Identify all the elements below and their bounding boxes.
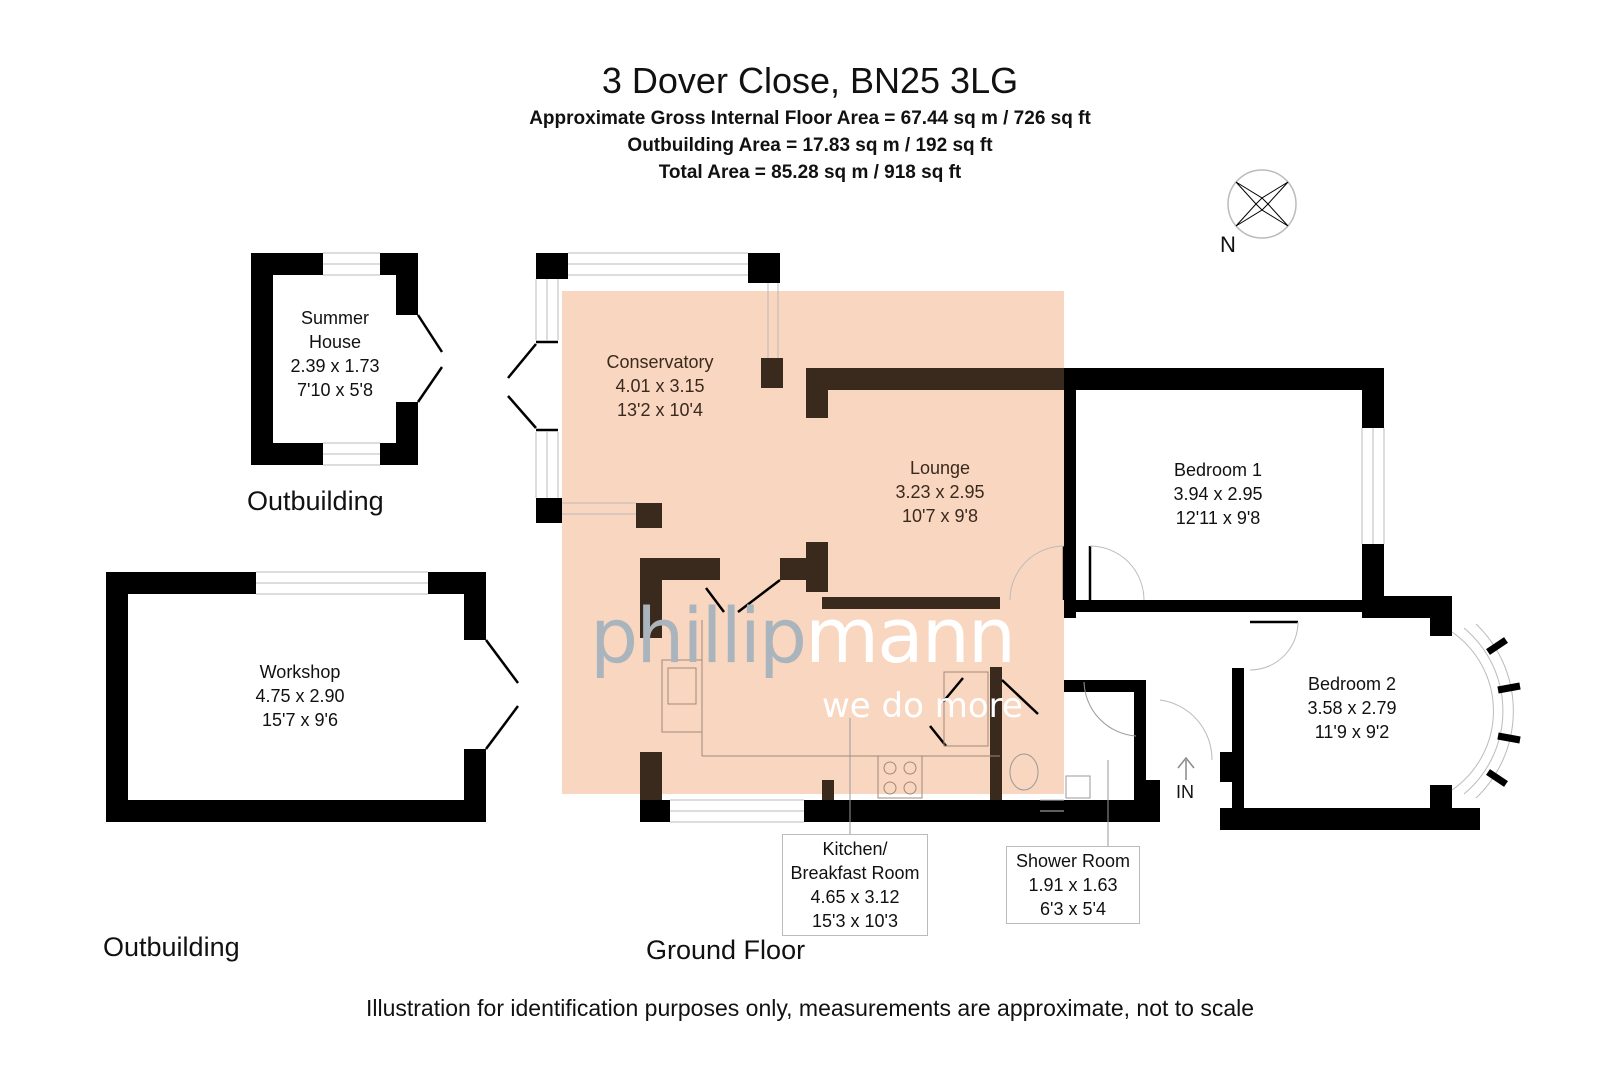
room-name: House (308, 332, 362, 352)
disclaimer: Illustration for identification purposes… (365, 995, 1255, 1021)
ground-floor-windows (670, 428, 1385, 823)
room-conservatory: Conservatory 4.01 x 3.15 13'2 x 10'4 (580, 350, 740, 422)
total-area: Total Area = 85.28 sq m / 918 sq ft (658, 162, 962, 183)
room-metric-size: 2.39 x 1.73 (290, 356, 380, 376)
watermark-tagline: we do more (822, 686, 1023, 726)
room-kitchen-breakfast: Kitchen/ Breakfast Room 4.65 x 3.12 15'3… (782, 834, 928, 936)
summer-house-walls (251, 253, 418, 465)
outbuilding-area: Outbuilding Area = 17.83 sq m / 192 sq f… (627, 135, 993, 156)
summer-house-door (416, 314, 444, 403)
interior-doors (705, 546, 1298, 747)
room-imperial-size: 10'7 x 9'8 (902, 506, 978, 526)
plan-title: 3 Dover Close, BN25 3LG (601, 60, 1019, 101)
room-imperial-size: 15'7 x 9'6 (262, 710, 338, 730)
room-lounge: Lounge 3.23 x 2.95 10'7 x 9'8 (860, 456, 1020, 528)
shower-room-fixtures (1009, 681, 1137, 799)
conservatory-door (507, 340, 558, 432)
label-leader-lines (849, 718, 1109, 846)
room-imperial-size: 15'3 x 10'3 (812, 911, 898, 931)
kitchen-fixtures (661, 620, 1000, 799)
room-imperial-size: 6'3 x 5'4 (1040, 899, 1106, 919)
room-name: Workshop (259, 662, 341, 682)
bedroom2-bay-window (1451, 623, 1521, 799)
door-swings (1009, 545, 1299, 761)
room-metric-size: 4.01 x 3.15 (615, 376, 705, 396)
entrance-arrow-icon (1177, 756, 1195, 780)
room-metric-size: 3.58 x 2.79 (1307, 698, 1397, 718)
section-label-ground-floor: Ground Floor (646, 935, 806, 965)
entrance-label: IN (1176, 782, 1194, 802)
room-metric-size: 4.65 x 3.12 (810, 887, 900, 907)
watermark-brand-part1: phillip (590, 591, 807, 680)
room-summer-house: Summer House 2.39 x 1.73 7'10 x 5'8 (270, 306, 400, 402)
room-name: Kitchen/ (822, 839, 888, 859)
compass-north-label: N (1220, 232, 1236, 257)
room-name: Shower Room (1015, 851, 1131, 871)
room-bedroom-1: Bedroom 1 3.94 x 2.95 12'11 x 9'8 (1138, 458, 1298, 530)
room-metric-size: 4.75 x 2.90 (255, 686, 345, 706)
room-imperial-size: 12'11 x 9'8 (1175, 508, 1261, 528)
workshop-door (484, 639, 520, 750)
room-name: Summer (300, 308, 369, 328)
room-name: Conservatory (606, 352, 714, 372)
room-bedroom-2: Bedroom 2 3.58 x 2.79 11'9 x 9'2 (1272, 672, 1432, 744)
section-label-outbuilding-upper: Outbuilding (247, 486, 384, 516)
room-name: Lounge (909, 458, 971, 478)
summer-house-windows (323, 252, 380, 466)
conservatory-windows (535, 252, 779, 515)
gross-internal-area: Approximate Gross Internal Floor Area = … (529, 108, 1091, 129)
workshop-walls (106, 572, 486, 822)
room-imperial-size: 11'9 x 9'2 (1314, 722, 1390, 742)
watermark-brand-part2: mann (805, 591, 1016, 680)
room-name: Bedroom 1 (1173, 460, 1263, 480)
room-metric-size: 3.94 x 2.95 (1173, 484, 1263, 504)
room-imperial-size: 7'10 x 5'8 (297, 380, 373, 400)
conservatory-walls (536, 253, 783, 528)
room-imperial-size: 13'2 x 10'4 (617, 400, 703, 420)
room-name: Breakfast Room (790, 863, 920, 883)
watermark-brand: phillipmann (590, 596, 1016, 676)
ground-floor-walls-tinted (640, 368, 1064, 804)
room-shower: Shower Room 1.91 x 1.63 6'3 x 5'4 (1006, 846, 1140, 924)
section-label-outbuilding-lower: Outbuilding (103, 932, 240, 962)
ground-floor-walls (640, 368, 1480, 830)
room-metric-size: 3.23 x 2.95 (895, 482, 985, 502)
room-workshop: Workshop 4.75 x 2.90 15'7 x 9'6 (220, 660, 380, 732)
room-metric-size: 1.91 x 1.63 (1028, 875, 1118, 895)
compass-rose-icon (1227, 169, 1297, 239)
workshop-window (256, 571, 428, 595)
room-name: Bedroom 2 (1307, 674, 1397, 694)
